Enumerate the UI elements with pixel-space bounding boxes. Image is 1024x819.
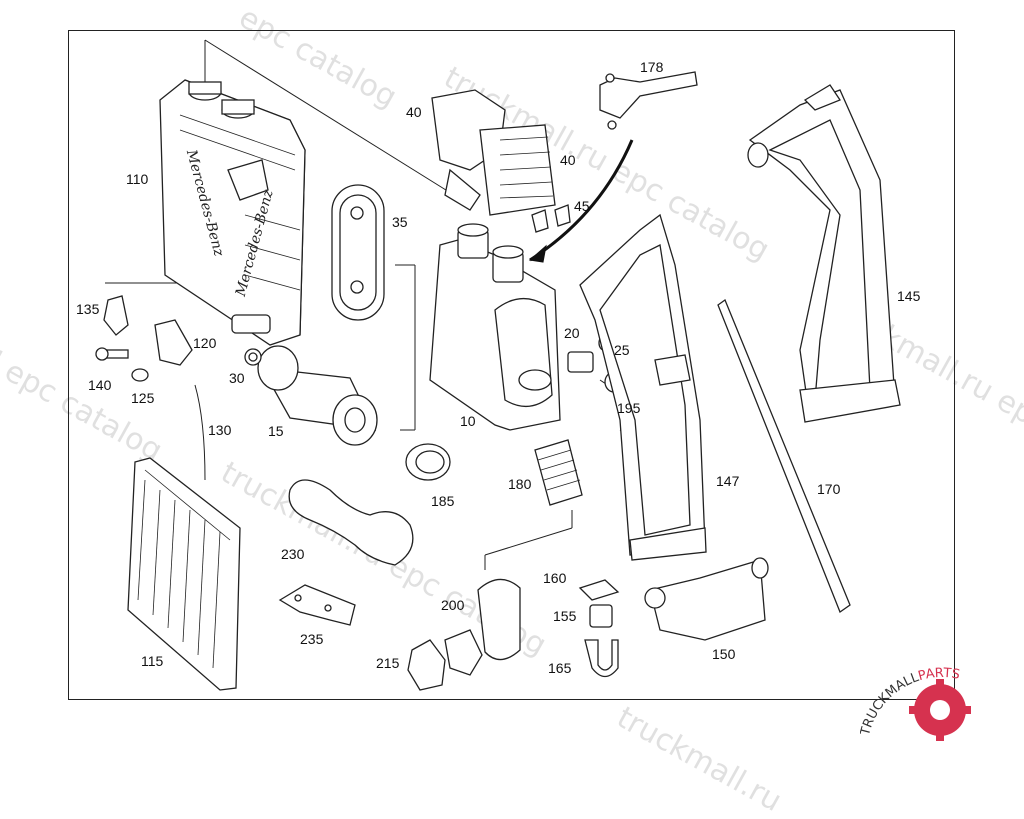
clamp-185 [405,443,451,481]
bracket-235 [278,584,356,626]
parts-diagram [95,39,901,691]
hose-230 [288,479,414,566]
callout-30: 30 [229,370,245,386]
callout-230: 230 [281,546,305,562]
air-cleaner-housing-110 [159,79,306,346]
callout-150: 150 [712,646,736,662]
bellows-180 [534,439,583,506]
callout-15: 15 [268,423,284,439]
callout-140: 140 [88,377,112,393]
callout-35: 35 [392,214,408,230]
clamp-165 [584,639,619,678]
callout-120: 120 [193,335,217,351]
callout-185: 185 [431,493,455,509]
callout-110: 110 [126,171,149,187]
silencer-150 [644,557,769,641]
hose-200 [477,578,521,661]
intake-hood-40 [431,89,556,216]
callout-215: 215 [376,655,400,671]
callout-200: 200 [441,597,465,613]
truckmall-logo: TRUCKMALLPARTS [858,655,1020,750]
filter-housing-10 [429,223,561,431]
callout-135: 135 [76,301,100,317]
callout-147: 147 [716,473,740,489]
callout-165: 165 [548,660,572,676]
gear-icon [909,679,971,741]
frame-147 [579,213,707,561]
callout-145: 145 [897,288,921,304]
callout-170: 170 [817,481,841,497]
callout-10: 10 [460,413,476,429]
frame-145 [747,84,901,423]
callout-25: 25 [614,342,630,358]
pad-160 [578,579,620,601]
callout-155: 155 [553,608,577,624]
clip-155 [589,604,613,628]
callout-45: 45 [574,198,590,214]
callout-160: 160 [543,570,567,586]
logo-text-dark: TRUCKMALL [860,670,922,738]
diagram-frame [68,30,955,700]
filter-element-15 [257,345,378,446]
clips-45 [531,204,571,233]
callout-195: 195 [617,400,641,416]
bracket-178 [599,71,698,130]
callout-235: 235 [300,631,324,647]
logo-text-accent: PARTS [917,666,962,684]
rod-170 [717,298,851,614]
callout-130: 130 [208,422,232,438]
callout-40b: 40 [560,152,576,168]
callout-125: 125 [131,390,155,406]
sensor-group [95,295,206,481]
callout-180: 180 [508,476,532,492]
callout-20: 20 [564,325,580,341]
switch-20 [567,351,594,373]
callout-178: 178 [640,59,664,75]
callout-115: 115 [141,653,164,669]
callout-40a: 40 [406,104,422,120]
gasket-35 [331,184,385,321]
filter-panel-115 [127,457,241,691]
gasket-215 [407,639,446,691]
